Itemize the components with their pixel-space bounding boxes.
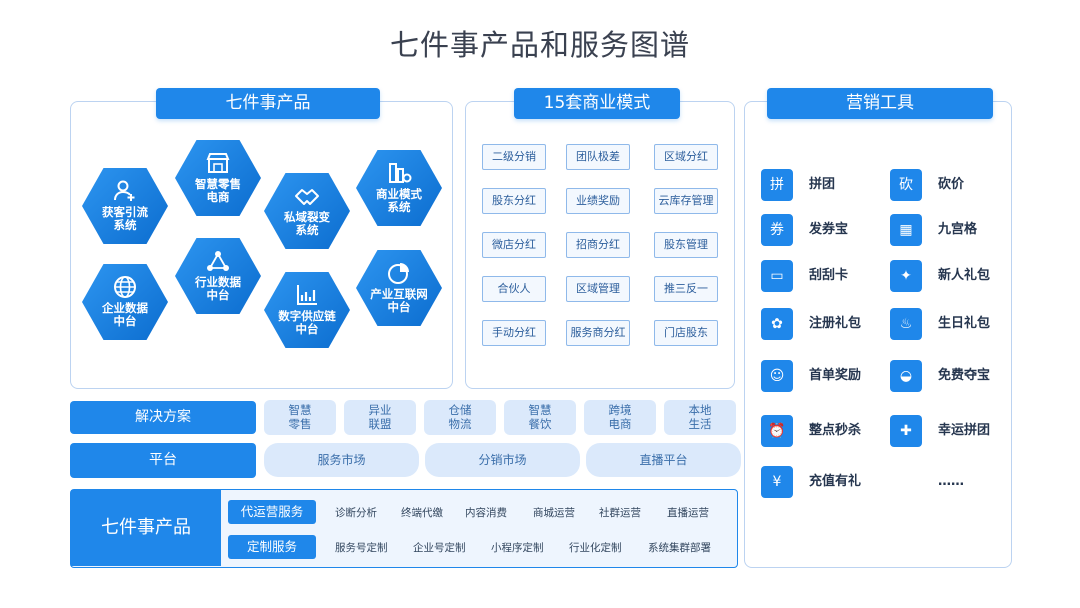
- model-tag[interactable]: 合伙人: [482, 276, 546, 302]
- hex-label: 商业模式 系统: [376, 187, 422, 214]
- model-tag[interactable]: 股东分红: [482, 188, 546, 214]
- hex-industry-data[interactable]: 行业数据 中台: [175, 238, 261, 314]
- solution-pill[interactable]: 智慧 零售: [264, 400, 336, 435]
- platform-pill[interactable]: 分销市场: [425, 443, 580, 477]
- tool-label: 新人礼包: [938, 268, 991, 283]
- platform-row-label: 平台: [70, 443, 256, 478]
- scratch-card-icon: ▭: [761, 260, 793, 292]
- tool-label: 充值有礼: [809, 474, 862, 489]
- coupon-icon: 券: [761, 214, 793, 246]
- register-gift-icon: ✿: [761, 308, 793, 340]
- solution-pill[interactable]: 异业 联盟: [344, 400, 416, 435]
- tool-label: 整点秒杀: [809, 423, 862, 438]
- service-item[interactable]: 社群运营: [599, 507, 641, 519]
- service-item[interactable]: 终端代缴: [401, 507, 443, 519]
- services-box: 七件事产品 代运营服务 诊断分析 终端代缴 内容消费 商城运营 社群运营 直播运营定制服务 服…: [70, 489, 738, 568]
- models-panel: 15套商业模式 二级分销团队极差区域分红股东分红业绩奖励云库存管理微店分红招商分…: [465, 88, 735, 389]
- tool-label: 九宫格: [938, 222, 978, 237]
- service-item[interactable]: 内容消费: [465, 507, 507, 519]
- handshake-icon: [295, 189, 319, 205]
- tool-label: 拼团: [809, 177, 836, 192]
- service-item[interactable]: 诊断分析: [335, 507, 377, 519]
- service-item[interactable]: 系统集群部署: [648, 542, 711, 554]
- model-tag[interactable]: 推三反一: [654, 276, 718, 302]
- tools-panel: 营销工具 拼 拼团 砍 砍价券 发券宝 ▦ 九宫格 ▭ 刮刮卡 ✦ 新人礼包 ✿ 注册礼包 ♨ 生日礼包 ☺ 首…: [744, 88, 1012, 568]
- network-icon: [207, 251, 229, 271]
- tool-label: ……: [938, 474, 964, 489]
- hex-label: 获客引流 系统: [102, 205, 148, 232]
- solution-pill[interactable]: 仓储 物流: [424, 400, 496, 435]
- user-add-icon: [114, 180, 135, 201]
- models-panel-header: 15套商业模式: [514, 88, 680, 119]
- solution-pill[interactable]: 跨境 电商: [584, 400, 656, 435]
- products-panel-header: 七件事产品: [156, 88, 380, 119]
- model-tag[interactable]: 区域分红: [654, 144, 718, 170]
- model-tag[interactable]: 微店分红: [482, 232, 546, 258]
- tool-label: 幸运拼团: [938, 423, 991, 438]
- model-tag[interactable]: 手动分红: [482, 320, 546, 346]
- service-item[interactable]: 服务号定制: [335, 542, 388, 554]
- cake-icon: ♨: [890, 308, 922, 340]
- globe-icon: [114, 276, 136, 298]
- service-row-label: 代运营服务: [228, 500, 316, 524]
- service-item[interactable]: 企业号定制: [413, 542, 466, 554]
- hex-label: 企业数据 中台: [102, 301, 148, 328]
- service-item[interactable]: 小程序定制: [491, 542, 544, 554]
- hex-private-fission[interactable]: 私域裂变 系统: [264, 173, 350, 249]
- hex-label: 智慧零售 电商: [195, 177, 241, 204]
- treasure-icon: ◒: [890, 360, 922, 392]
- storefront-icon: [206, 153, 230, 173]
- yuan-coin-icon: ¥: [761, 466, 793, 498]
- tool-label: 注册礼包: [809, 316, 862, 331]
- services-box-title: 七件事产品: [71, 490, 221, 566]
- tool-label: 砍价: [938, 177, 965, 192]
- solutions-row-label: 解决方案: [70, 401, 256, 434]
- model-tag[interactable]: 云库存管理: [654, 188, 718, 214]
- model-tag[interactable]: 区域管理: [566, 276, 630, 302]
- service-item[interactable]: 商城运营: [533, 507, 575, 519]
- platform-pill[interactable]: 直播平台: [586, 443, 741, 477]
- hex-label: 数字供应链 中台: [278, 309, 336, 336]
- hex-smart-retail[interactable]: 智慧零售 电商: [175, 140, 261, 216]
- hex-industrial-internet[interactable]: 产业互联网 中台: [356, 250, 442, 326]
- bar-chart-icon: [297, 285, 317, 305]
- pie-chart-icon: [388, 263, 409, 284]
- gift-icon: ✦: [890, 260, 922, 292]
- model-tag[interactable]: 股东管理: [654, 232, 718, 258]
- bargain-icon: 砍: [890, 169, 922, 201]
- service-item[interactable]: 行业化定制: [569, 542, 622, 554]
- hex-label: 行业数据 中台: [195, 275, 241, 302]
- grid-icon: ▦: [890, 214, 922, 246]
- service-row-label: 定制服务: [228, 535, 316, 559]
- model-tag[interactable]: 二级分销: [482, 144, 546, 170]
- model-tag[interactable]: 业绩奖励: [566, 188, 630, 214]
- model-tag[interactable]: 团队极差: [566, 144, 630, 170]
- alarm-icon: ⏰: [761, 415, 793, 447]
- hex-label: 私域裂变 系统: [284, 210, 330, 237]
- building-icon: [389, 163, 412, 183]
- solution-pill[interactable]: 本地 生活: [664, 400, 736, 435]
- tool-label: 发券宝: [809, 222, 849, 237]
- platform-pill[interactable]: 服务市场: [264, 443, 419, 477]
- group-buy-icon: 拼: [761, 169, 793, 201]
- tool-label: 首单奖励: [809, 368, 862, 383]
- first-order-icon: ☺: [761, 360, 793, 392]
- model-tag[interactable]: 招商分红: [566, 232, 630, 258]
- service-item[interactable]: 直播运营: [667, 507, 709, 519]
- model-tag[interactable]: 服务商分红: [566, 320, 630, 346]
- hex-label: 产业互联网 中台: [370, 287, 428, 314]
- tool-label: 免费夺宝: [938, 368, 991, 383]
- tool-label: 生日礼包: [938, 316, 991, 331]
- hex-business-model[interactable]: 商业模式 系统: [356, 150, 442, 226]
- model-tag[interactable]: 门店股东: [654, 320, 718, 346]
- page-title: 七件事产品和服务图谱: [389, 28, 690, 62]
- hex-enterprise-data[interactable]: 企业数据 中台: [82, 264, 168, 340]
- hex-digital-supply-chain[interactable]: 数字供应链 中台: [264, 272, 350, 348]
- puzzle-icon: ✚: [890, 415, 922, 447]
- hex-customer-acquisition[interactable]: 获客引流 系统: [82, 168, 168, 244]
- solution-pill[interactable]: 智慧 餐饮: [504, 400, 576, 435]
- tools-panel-header: 营销工具: [767, 88, 993, 119]
- products-panel: 七件事产品 获客引流 系统 智慧零售 电商 私域裂变 系统 商业模式 系统 企业…: [70, 88, 453, 389]
- tool-label: 刮刮卡: [809, 268, 849, 283]
